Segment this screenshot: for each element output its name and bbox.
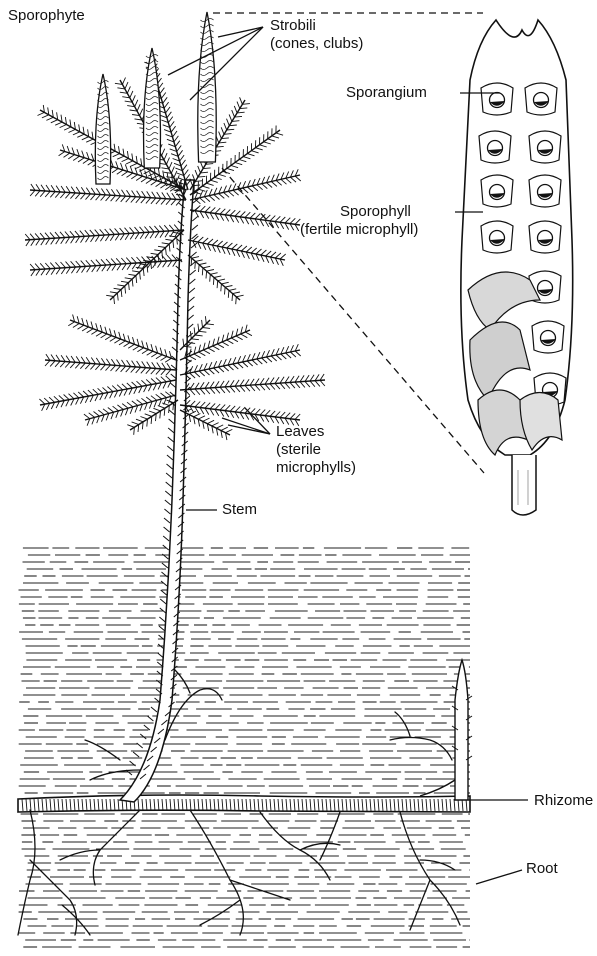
label-leaves-line1: Leaves xyxy=(276,423,356,441)
label-leaves-line2: (sterile xyxy=(276,441,356,459)
leafy-branches xyxy=(25,59,325,440)
strobili-cones xyxy=(95,12,216,184)
label-sporophyll: Sporophyll (fertile microphyll) xyxy=(300,203,418,239)
label-leaves-line3: microphylls) xyxy=(276,459,356,477)
label-sporangium: Sporangium xyxy=(346,84,427,102)
label-strobili-line1: Strobili xyxy=(270,17,363,35)
label-stem: Stem xyxy=(222,501,257,519)
label-sporophyll-line1: Sporophyll xyxy=(300,203,418,221)
rhizome xyxy=(18,795,470,812)
label-leaves: Leaves (sterile microphylls) xyxy=(276,423,356,477)
label-root: Root xyxy=(526,860,558,878)
soil-region xyxy=(18,548,470,947)
diagram-title: Sporophyte xyxy=(8,7,85,25)
label-sporophyll-line2: (fertile microphyll) xyxy=(300,221,418,239)
strobilus-detail xyxy=(461,20,573,515)
label-strobili: Strobili (cones, clubs) xyxy=(270,17,363,53)
label-rhizome: Rhizome xyxy=(534,792,593,810)
label-strobili-line2: (cones, clubs) xyxy=(270,35,363,53)
